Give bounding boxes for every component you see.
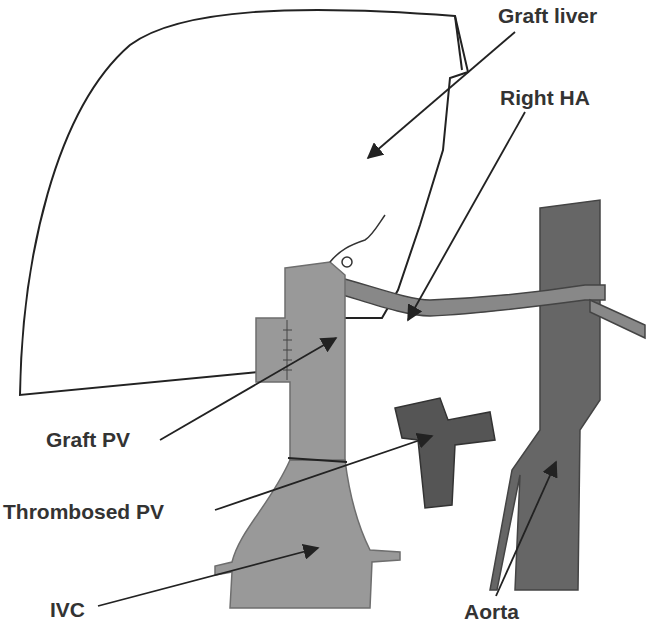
leader-line [408,112,525,320]
liver-edge [455,16,462,70]
anatomy-label: IVC [50,598,85,621]
artery-branch [590,300,645,338]
anatomy-label: Aorta [464,600,519,623]
ivc [215,460,400,608]
anatomy-label: Graft PV [46,428,130,451]
graft-pv [256,262,345,460]
anatomy-label: Thrombosed PV [3,500,164,523]
thrombosed-pv [395,398,495,508]
leader-line [98,548,318,606]
leader-line [215,436,432,510]
duct-loop [342,257,352,267]
graft-liver [20,10,468,395]
leader-line [368,32,515,158]
anastomosis [288,458,347,462]
leader-line [496,462,556,596]
leader-line [160,338,336,440]
aorta [490,200,600,590]
anatomy-label: Right HA [500,86,590,109]
suture-line [283,320,292,380]
anatomy-label: Graft liver [498,4,597,27]
bile-duct [330,215,385,262]
